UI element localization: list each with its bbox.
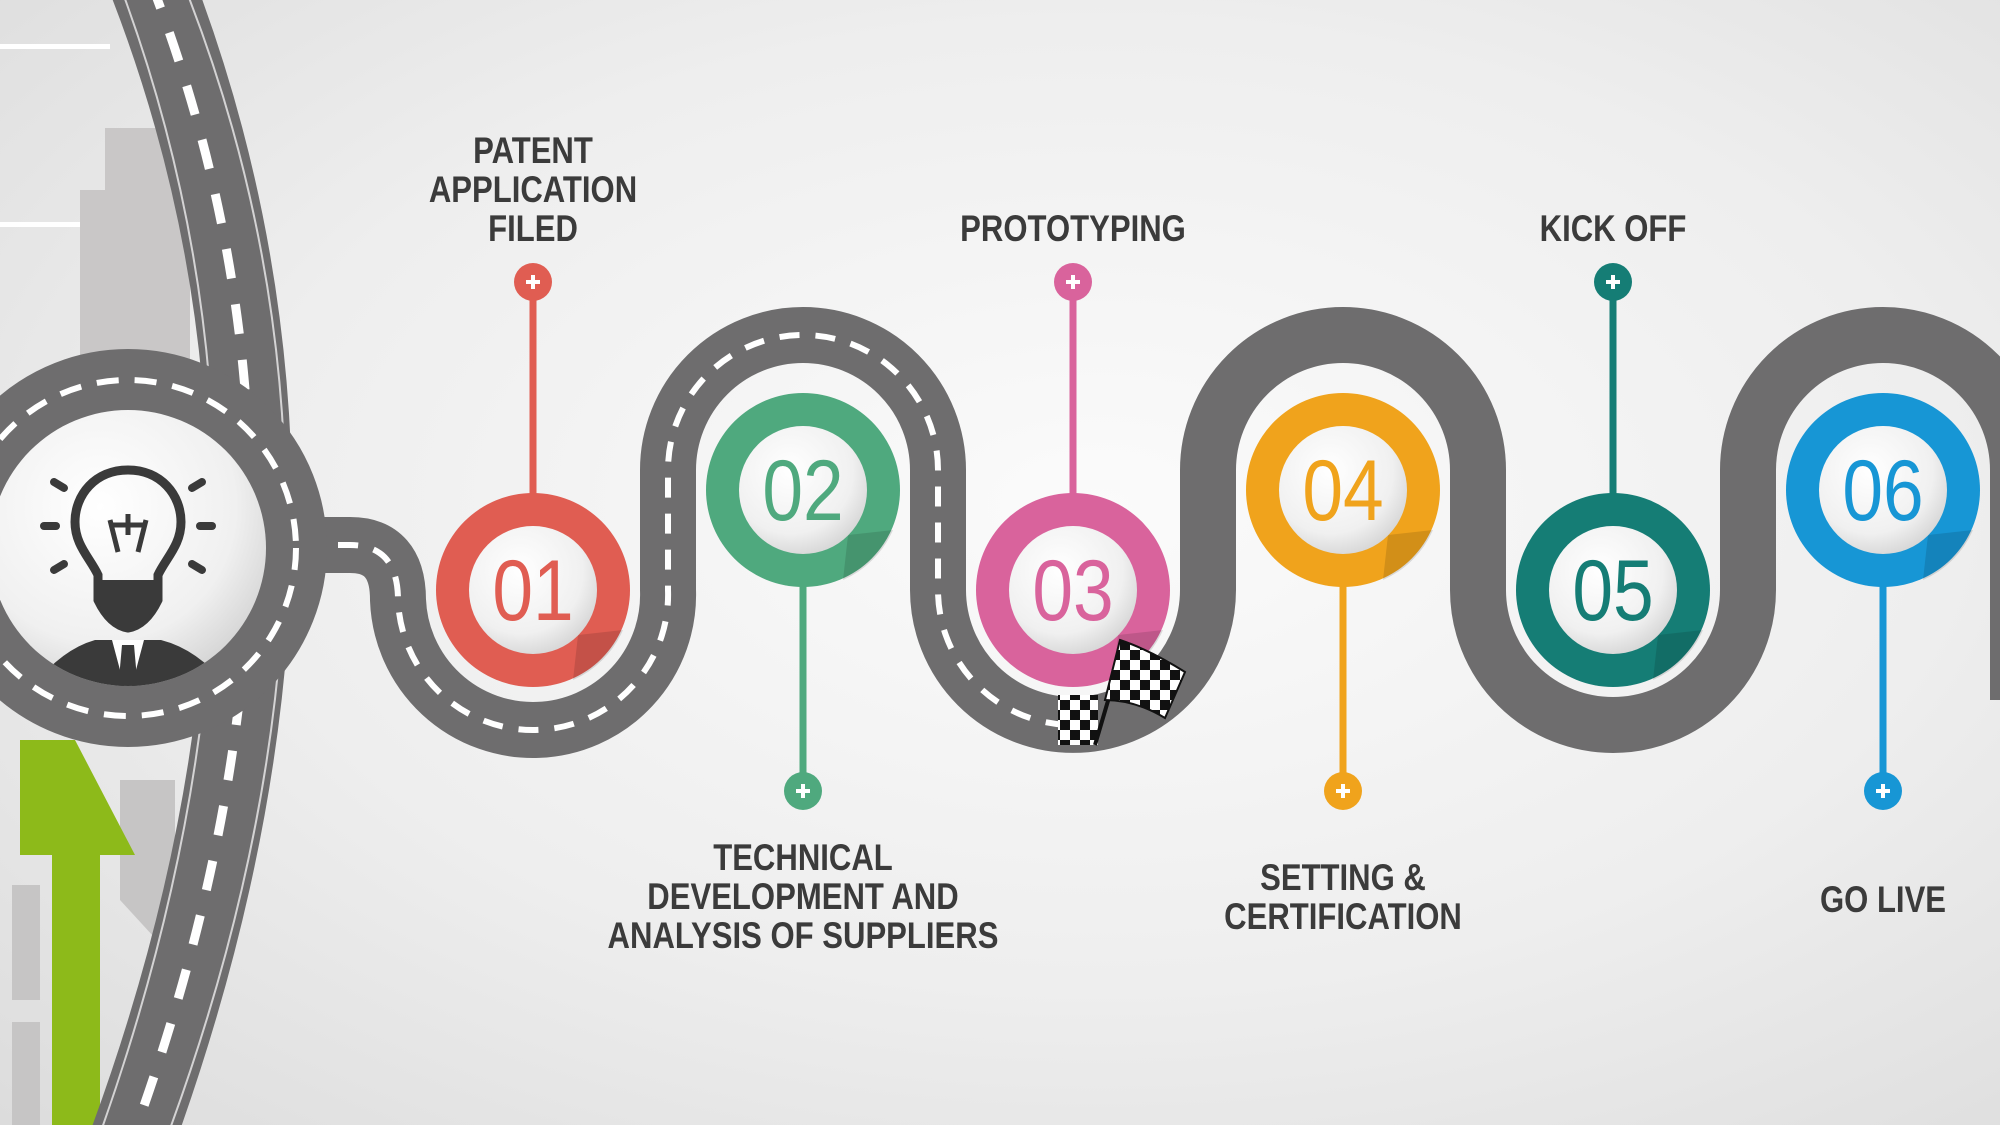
plus-pin-button[interactable]: [1324, 772, 1362, 810]
label-line: KICK OFF: [1539, 208, 1687, 249]
label-line: APPLICATION: [428, 169, 638, 210]
milestone-number: 02: [762, 442, 843, 538]
plus-pin-button[interactable]: [1864, 772, 1902, 810]
serpentine-road: [230, 307, 2000, 759]
milestone-02: 02: [706, 393, 900, 810]
plus-pin-button[interactable]: [784, 772, 822, 810]
milestone-ball: [1279, 426, 1407, 554]
label-line: GO LIVE: [1819, 879, 1947, 920]
milestone-ball: [739, 426, 867, 554]
label-line: FILED: [488, 208, 578, 249]
up-arrow-icon: [20, 740, 135, 1125]
label-line: ANALYSIS OF SUPPLIERS: [607, 915, 999, 956]
plus-pin-button[interactable]: [1594, 263, 1632, 301]
milestone-number: 03: [1032, 542, 1113, 638]
plus-pin-button[interactable]: [514, 263, 552, 301]
milestone-number: 05: [1572, 542, 1653, 638]
plus-icon: [1606, 275, 1620, 289]
milestone-label: KICK OFF: [1540, 209, 1687, 248]
milestone-01: 01: [436, 263, 630, 687]
label-line: SETTING &: [1260, 857, 1426, 898]
milestone-number: 01: [492, 542, 573, 638]
milestone-label: SETTING &CERTIFICATION: [1224, 858, 1462, 936]
label-line: PATENT: [473, 130, 593, 171]
milestone-ball: [1819, 426, 1947, 554]
milestone-number: 04: [1302, 442, 1383, 538]
label-line: TECHNICAL: [713, 837, 893, 878]
businessman-icon: [30, 640, 230, 686]
milestone-label: GO LIVE: [1820, 880, 1946, 919]
milestone-ball: [469, 526, 597, 654]
label-line: CERTIFICATION: [1224, 896, 1462, 937]
plus-icon: [526, 275, 540, 289]
milestone-05: 05: [1516, 263, 1710, 687]
plus-icon: [796, 784, 810, 798]
label-line: PROTOTYPING: [960, 208, 1186, 249]
milestone-03: 03: [976, 263, 1170, 687]
label-line: DEVELOPMENT AND: [647, 876, 959, 917]
milestone-ball: [1549, 526, 1677, 654]
milestone-ball: [1009, 526, 1137, 654]
plus-pin-button[interactable]: [1054, 263, 1092, 301]
plus-icon: [1336, 784, 1350, 798]
plus-icon: [1066, 275, 1080, 289]
plus-icon: [1876, 784, 1890, 798]
milestone-number: 06: [1842, 442, 1923, 538]
start-hub: [0, 349, 327, 747]
checkered-flag-icon: [1058, 638, 1187, 746]
milestone-06: 06: [1786, 393, 1980, 810]
lightbulb-icon: [40, 465, 216, 633]
milestone-04: 04: [1246, 393, 1440, 810]
milestone-label: PROTOTYPING: [960, 209, 1186, 248]
